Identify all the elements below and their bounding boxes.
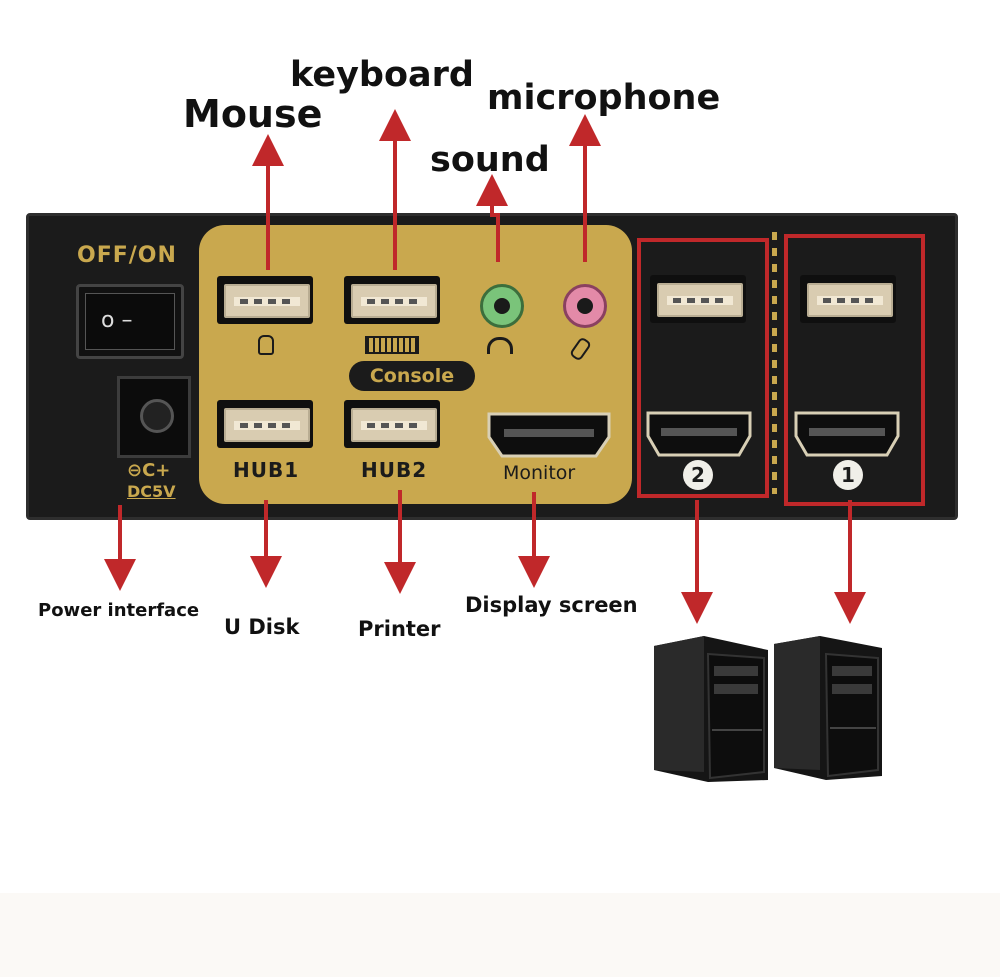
label-sound: sound (430, 140, 550, 180)
label-power-interface: Power interface (38, 600, 200, 621)
power-switch[interactable]: o – (76, 284, 184, 359)
usb-port-keyboard[interactable] (344, 276, 440, 324)
label-display-screen: Display screen (465, 593, 638, 617)
port-group-1-box (784, 234, 925, 506)
hdmi-port-monitor[interactable] (486, 411, 612, 459)
audio-jack-microphone[interactable] (563, 284, 607, 328)
hdmi-port-pc1[interactable] (793, 410, 901, 458)
mouse-icon (258, 335, 274, 355)
usb-port-hub1[interactable] (217, 400, 313, 448)
computer-tower-icon (654, 636, 768, 782)
headphone-icon (487, 337, 513, 354)
dc-power-jack[interactable] (117, 376, 191, 458)
hdmi-port-pc2[interactable] (645, 410, 753, 458)
audio-jack-sound[interactable] (480, 284, 524, 328)
dc-polarity-icon: ⊖C+ (127, 460, 171, 481)
dc-label: DC5V (127, 482, 176, 501)
usb-port-pc2[interactable] (650, 275, 746, 323)
hub2-label: HUB2 (361, 458, 428, 482)
label-keyboard: keyboard (290, 55, 474, 95)
usb-port-pc1[interactable] (800, 275, 896, 323)
keyboard-icon (365, 336, 419, 354)
group-divider (772, 232, 777, 494)
console-label: Console (349, 361, 475, 391)
usb-port-mouse[interactable] (217, 276, 313, 324)
monitor-label: Monitor (503, 462, 576, 484)
port-group-1-number: 1 (833, 460, 863, 490)
label-printer: Printer (358, 617, 441, 641)
port-group-2-box (637, 238, 769, 498)
label-u-disk: U Disk (224, 615, 300, 639)
hub1-label: HUB1 (233, 458, 300, 482)
off-on-label: OFF/ON (77, 243, 177, 268)
label-microphone: microphone (487, 78, 721, 118)
arrow-sound (476, 174, 508, 262)
switch-symbols: o – (101, 308, 133, 333)
port-group-2-number: 2 (683, 460, 713, 490)
computer-tower-icon (774, 636, 882, 780)
footer-strip (0, 893, 1000, 977)
label-mouse: Mouse (183, 92, 323, 136)
usb-port-hub2[interactable] (344, 400, 440, 448)
